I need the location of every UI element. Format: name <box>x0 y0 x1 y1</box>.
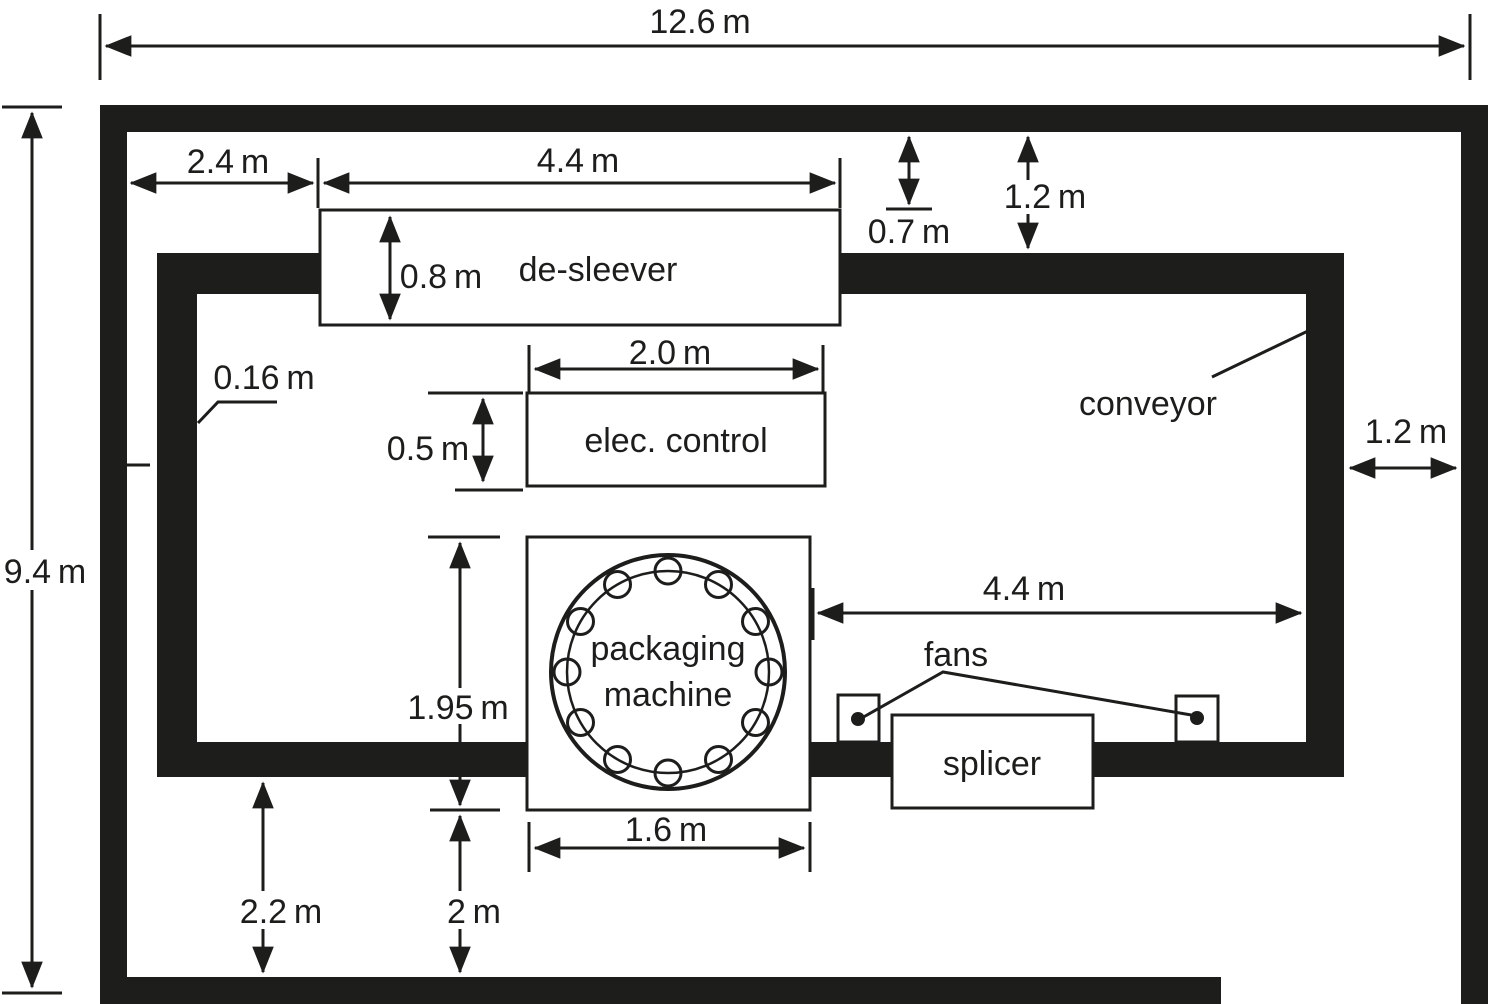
packaging-machine-label-line2: machine <box>604 676 733 714</box>
wall-top <box>100 105 1488 132</box>
conveyor-left <box>157 253 197 777</box>
dim-desleever-height-label: 0.8 m <box>400 258 482 296</box>
bottom-left-label-bg <box>235 891 327 929</box>
fan-left-dot <box>851 712 865 726</box>
fan-right-dot <box>1190 711 1204 725</box>
dim-packaging-width-label: 1.6 m <box>625 811 707 849</box>
packaging-span-label-bg <box>408 688 508 724</box>
packaging-machine-label-line1: packaging <box>590 630 745 668</box>
splicer-box <box>890 713 1095 810</box>
fan-right-box <box>1174 694 1220 744</box>
dim-desleever-top-gap-label: 0.7 m <box>868 213 950 251</box>
conveyor-label: conveyor <box>1079 385 1217 423</box>
wall-thickness-leader-line <box>196 400 277 425</box>
conveyor-top-gap-label-bg <box>1002 180 1088 214</box>
elec-control-label: elec. control <box>584 422 767 460</box>
dim-room-width-label: 12.6 m <box>649 3 750 41</box>
dim-desleever-offset-label: 2.4 m <box>187 143 269 181</box>
dim-conveyor-thickness-label: 0.16 m <box>213 359 314 397</box>
dim-desleever-width-label: 4.4 m <box>537 142 619 180</box>
fan-left-box <box>836 693 881 744</box>
dim-elec-width-label: 2.0 m <box>629 334 711 372</box>
desleever-label: de-sleever <box>519 251 678 289</box>
dim-elec-height-label: 0.5 m <box>387 430 469 468</box>
dim-packaging-span-label: 1.95 m <box>407 689 508 727</box>
room-height-label-bg <box>0 550 92 590</box>
conveyor-right <box>1306 253 1344 777</box>
turret-stations <box>552 556 784 788</box>
bottom-mid-label-bg <box>440 891 508 929</box>
desleever-box <box>318 208 842 327</box>
dim-conveyor-right-span-label: 4.4 m <box>983 570 1065 608</box>
wall-left <box>100 105 127 1004</box>
dim-room-height-label: 9.4 m <box>4 553 86 591</box>
dim-bottom-left-label: 2.2 m <box>240 893 322 931</box>
conveyor-leader-line <box>1211 328 1311 379</box>
packaging-machine-box <box>525 535 812 812</box>
fans-label: fans <box>924 636 988 674</box>
fans-leader-line <box>859 670 1198 721</box>
splicer-label: splicer <box>943 745 1041 783</box>
dim-right-gap-label: 1.2 m <box>1365 413 1447 451</box>
elec-control-box <box>525 391 827 488</box>
dim-conveyor-top-gap-label: 1.2 m <box>1004 178 1086 216</box>
packaging-machine-turret <box>549 553 787 791</box>
wall-bottom <box>100 977 1221 1004</box>
wall-right <box>1461 105 1488 1004</box>
room-walls <box>100 105 1488 1004</box>
turret-inner-ring <box>565 569 771 775</box>
turret-outer-ring <box>549 553 787 791</box>
dim-bottom-mid-label: 2 m <box>447 893 501 931</box>
